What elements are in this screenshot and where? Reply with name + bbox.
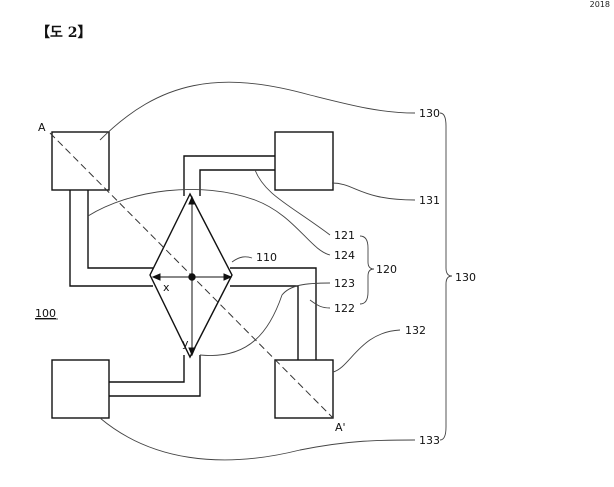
label-122: 122 bbox=[334, 302, 355, 315]
brace-120 bbox=[359, 235, 375, 305]
label-130-brace: 130 bbox=[455, 271, 476, 284]
label-133: 133 bbox=[419, 434, 440, 447]
axes bbox=[151, 195, 233, 357]
trace-right-outer bbox=[230, 267, 317, 360]
leader-133 bbox=[99, 417, 416, 461]
pad-top-right bbox=[274, 131, 334, 191]
label-123: 123 bbox=[334, 277, 355, 290]
pad-bottom-left bbox=[51, 359, 110, 419]
trace-top-outer bbox=[183, 155, 275, 196]
y-arrow-top bbox=[188, 195, 196, 205]
leader-121 bbox=[254, 169, 331, 236]
pad-bottom-right bbox=[274, 359, 334, 419]
section-label-start: A bbox=[38, 121, 46, 134]
y-arrow-bottom bbox=[188, 347, 196, 357]
trace-top-inner bbox=[199, 169, 275, 196]
label-121: 121 bbox=[334, 229, 355, 242]
figure-title: 【도 2】 bbox=[36, 25, 92, 41]
leader-130-top bbox=[99, 81, 416, 141]
axis-label-y: y bbox=[182, 337, 189, 350]
trace-bottom-inner bbox=[109, 355, 185, 383]
page-number: 2018 bbox=[589, 0, 610, 9]
electrode-pattern bbox=[51, 131, 334, 419]
labels: 130 131 121 124 120 123 122 130 132 133 … bbox=[35, 107, 476, 447]
leader-131 bbox=[331, 182, 416, 201]
axis-label-x: x bbox=[163, 281, 170, 294]
label-131: 131 bbox=[419, 194, 440, 207]
trace-left-outer bbox=[69, 190, 153, 287]
center-point bbox=[188, 273, 196, 281]
central-diamond bbox=[149, 192, 233, 359]
leader-132 bbox=[332, 329, 401, 373]
leader-110 bbox=[231, 256, 253, 263]
label-100: 100 bbox=[35, 307, 56, 320]
label-132: 132 bbox=[405, 324, 426, 337]
section-label-end: A' bbox=[335, 421, 346, 434]
label-110: 110 bbox=[256, 251, 277, 264]
leader-124 bbox=[87, 188, 331, 256]
label-130-top: 130 bbox=[419, 107, 440, 120]
leader-122 bbox=[309, 299, 331, 309]
pad-top-left bbox=[51, 131, 110, 191]
x-arrow-right bbox=[223, 273, 233, 281]
brace-130 bbox=[439, 112, 453, 441]
label-120: 120 bbox=[376, 263, 397, 276]
x-arrow-left bbox=[151, 273, 161, 281]
leader-lines bbox=[87, 81, 453, 461]
trace-left-inner bbox=[87, 190, 153, 269]
trace-bottom-outer bbox=[109, 355, 201, 397]
label-124: 124 bbox=[334, 249, 355, 262]
leader-123 bbox=[199, 282, 331, 356]
